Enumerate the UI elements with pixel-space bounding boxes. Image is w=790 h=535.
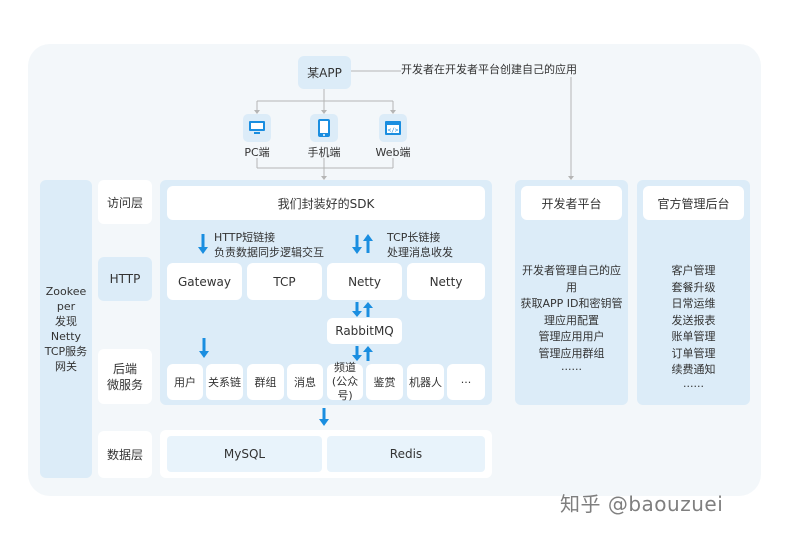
list-item: 订单管理 <box>671 346 716 360</box>
web-icon: </> <box>379 114 407 142</box>
layer-data-label: 数据层 <box>106 448 143 462</box>
app-box: 某APP <box>298 56 351 89</box>
list-item: 客户管理 <box>671 264 716 277</box>
list-item: 理应用配置 <box>544 313 599 327</box>
service-more: ··· <box>447 364 485 400</box>
list-item: 账单管理 <box>671 330 716 343</box>
list-item: 管理应用用户 <box>538 330 605 343</box>
netty-box-2: Netty <box>407 263 485 300</box>
app-note-text: 开发者在开发者平台创建自己的应用 <box>401 63 577 76</box>
tcp-box: TCP <box>247 263 322 300</box>
list-item: 获取APP ID和密钥管 <box>520 297 623 310</box>
official-admin-title-label: 官方管理后台 <box>657 196 730 211</box>
list-item: 用 <box>566 280 577 294</box>
list-item: 开发者管理自己的应 <box>522 264 621 277</box>
layer-http: HTTP <box>98 257 152 301</box>
netty-label: Netty <box>348 274 381 289</box>
mysql-box: MySQL <box>167 436 322 472</box>
down-arrow-icon <box>199 338 209 358</box>
official-admin-list: 客户管理 套餐升级 日常运维 发送报表 账单管理 订单管理 续费通知 ·····… <box>639 263 748 395</box>
mysql-label: MySQL <box>223 447 266 461</box>
service-relation: 关系链 <box>206 364 243 400</box>
service-message: 消息 <box>287 364 323 400</box>
service-robot: 机器人 <box>407 364 444 400</box>
list-item: 日常运维 <box>671 297 716 310</box>
layer-backend-label: 微服务 <box>106 377 143 392</box>
list-item: 续费通知 <box>671 363 716 376</box>
client-web: </> Web端 <box>363 114 423 160</box>
pc-icon <box>243 114 271 142</box>
tcp-note: TCP长链接 处理消息收发 <box>387 230 487 260</box>
http-note-line: 负责数据同步逻辑交互 <box>214 246 324 259</box>
layer-access: 访问层 <box>98 180 152 224</box>
http-note: HTTP短链接 负责数据同步逻辑交互 <box>214 230 334 260</box>
client-pc-label: PC端 <box>244 146 270 159</box>
ellipsis-icon: ··· <box>460 375 472 389</box>
service-group-label: 群组 <box>254 376 277 389</box>
sdk-label: 我们封装好的SDK <box>277 196 375 211</box>
down-arrow-icon <box>319 408 329 426</box>
rabbitmq-label: RabbitMQ <box>335 324 394 338</box>
tcp-label: TCP <box>273 274 296 289</box>
app-label: 某APP <box>307 66 342 80</box>
service-appraisal-label: 鉴赏 <box>373 376 396 389</box>
client-phone-label: 手机端 <box>307 146 341 159</box>
netty-box: Netty <box>327 263 402 300</box>
layer-data: 数据层 <box>98 431 152 478</box>
svg-text:</>: </> <box>388 127 399 134</box>
left-bar-line: per <box>56 300 76 313</box>
client-phone: 手机端 <box>294 114 354 160</box>
left-bar-line: Netty <box>50 330 82 343</box>
watermark: 知乎 @baouzuei <box>560 488 780 518</box>
service-relation-label: 关系链 <box>208 376 241 389</box>
developer-platform-title: 开发者平台 <box>521 186 622 220</box>
service-message-label: 消息 <box>294 376 316 389</box>
layer-backend: 后端 微服务 <box>98 349 152 404</box>
watermark-text: 知乎 @baouzuei <box>560 492 724 516</box>
phone-icon <box>310 114 338 142</box>
service-channel-label: 频道 <box>334 361 356 374</box>
tcp-note-line: 处理消息收发 <box>387 246 453 259</box>
list-item: 管理应用群组 <box>538 346 605 360</box>
client-web-label: Web端 <box>375 146 411 159</box>
service-user-label: 用户 <box>174 376 196 389</box>
gateway-label: Gateway <box>177 274 231 289</box>
service-appraisal: 鉴赏 <box>366 364 403 400</box>
service-robot-label: 机器人 <box>409 376 442 389</box>
left-bar-line: 发现 <box>55 315 77 328</box>
http-note-line: HTTP短链接 <box>214 231 276 244</box>
left-bar-line: 网关 <box>55 360 77 373</box>
official-admin-title: 官方管理后台 <box>643 186 744 220</box>
layer-http-label: HTTP <box>109 272 141 286</box>
developer-platform-title-label: 开发者平台 <box>541 196 602 211</box>
layer-access-label: 访问层 <box>106 195 143 210</box>
developer-platform-list: 开发者管理自己的应 用 获取APP ID和密钥管 理应用配置 管理应用用户 管理… <box>517 263 626 379</box>
app-note: 开发者在开发者平台创建自己的应用 <box>401 61 591 77</box>
list-item: ······ <box>683 379 704 393</box>
layer-backend-label: 后端 <box>112 361 137 376</box>
tcp-note-line: TCP长链接 <box>387 231 441 244</box>
bidirectional-arrow-icon <box>352 346 373 361</box>
netty-label-2: Netty <box>429 274 463 289</box>
gateway-box: Gateway <box>167 263 242 300</box>
down-arrow-icon <box>198 234 208 254</box>
list-item: ······ <box>561 363 582 376</box>
redis-label: Redis <box>389 447 423 461</box>
list-item: 套餐升级 <box>671 280 716 294</box>
bidirectional-arrow-icon <box>352 302 373 317</box>
left-bar-line: Zookee <box>45 285 87 298</box>
list-item: 发送报表 <box>671 313 716 327</box>
service-channel-sub: (公众号) <box>331 375 359 402</box>
zookeeper-netty-gateway: Zookee per 发现 Netty TCP服务 网关 <box>40 180 92 478</box>
bidirectional-arrow-icon <box>352 234 373 254</box>
service-group: 群组 <box>247 364 284 400</box>
left-bar-line: TCP服务 <box>44 345 88 358</box>
service-channel: 频道 (公众号) <box>327 361 363 402</box>
rabbitmq-box: RabbitMQ <box>327 318 402 344</box>
service-user: 用户 <box>167 364 203 400</box>
sdk-box: 我们封装好的SDK <box>167 186 485 220</box>
client-pc: PC端 <box>227 114 287 160</box>
redis-box: Redis <box>327 436 485 472</box>
